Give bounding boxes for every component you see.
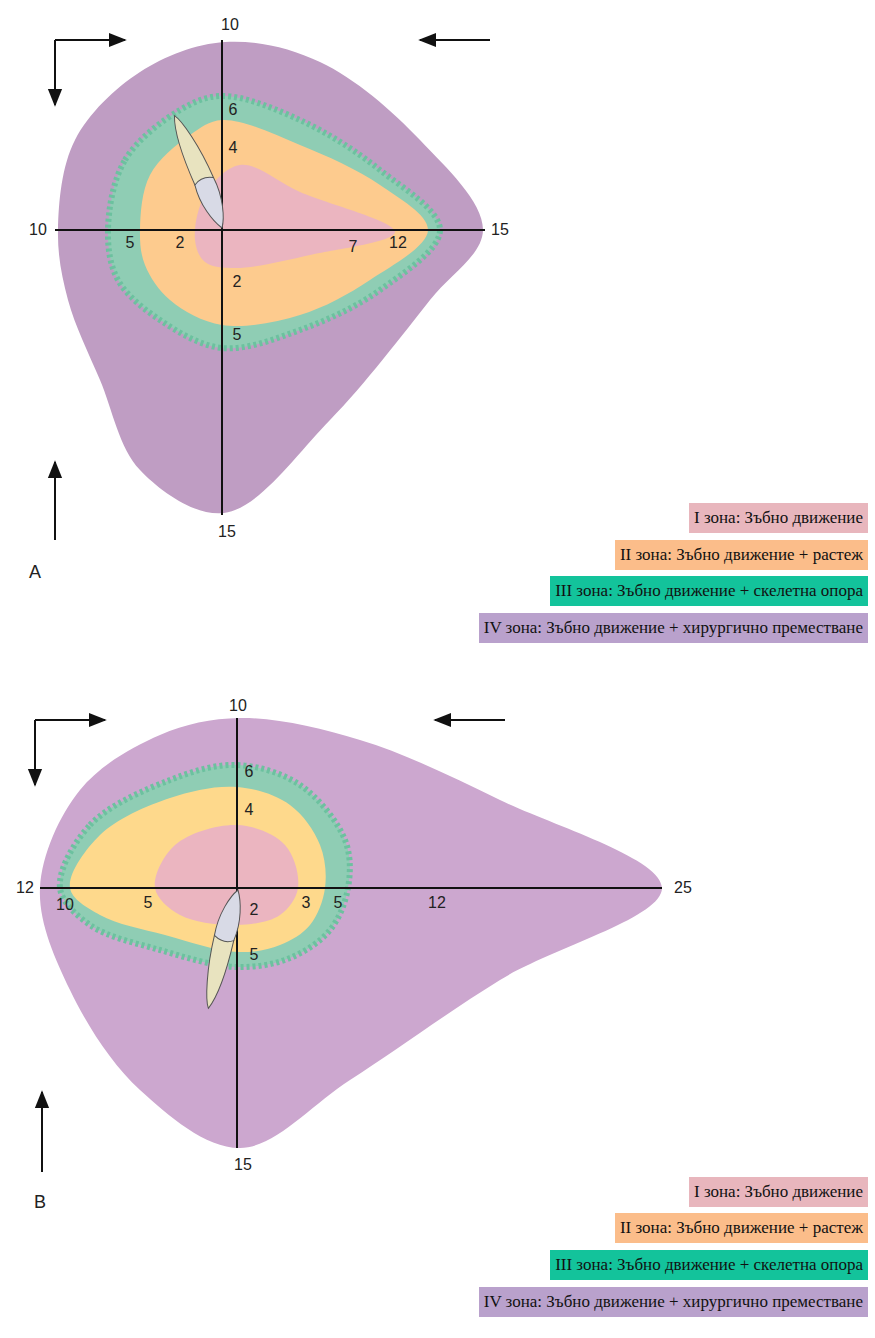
legend-swatch: III зона: Зъбно движение + скелетна опор… [550,576,868,606]
zone-shape [70,787,326,952]
direction-arrow [41,1092,43,1172]
axis-value: 3 [302,895,311,911]
legend-swatch: II зона: Зъбно движение + растеж [615,1213,868,1243]
direction-arrow [34,720,36,785]
axis-value: 7 [349,239,358,255]
axis-line [40,887,662,889]
axis-value: 15 [218,524,236,540]
panel-letter: B [34,1193,46,1211]
direction-arrow [54,462,56,540]
axis-value: 15 [491,222,509,238]
legend-swatch: IV зона: Зъбно движение + хирургично пре… [479,613,868,643]
axis-value: 6 [229,102,238,118]
axis-value: 4 [229,140,238,156]
axis-value: 5 [250,947,259,963]
axis-value: 5 [144,895,153,911]
legend-swatch: III зона: Зъбно движение + скелетна опор… [550,1250,868,1280]
direction-arrow [55,39,125,41]
legend-swatch: IV зона: Зъбно движение + хирургично пре… [479,1287,868,1317]
axis-value: 12 [428,895,446,911]
axis-value: 4 [245,802,254,818]
legend-text: IV зона: Зъбно движение + хирургично пре… [484,1292,863,1312]
legend-text: I зона: Зъбно движение [694,508,863,528]
legend-text: II зона: Зъбно движение + растеж [620,1218,863,1238]
direction-arrow [54,40,56,105]
axis-value: 12 [16,880,34,896]
axis-line [221,40,223,515]
axis-value: 2 [250,902,259,918]
legend-swatch: I зона: Зъбно движение [689,1177,868,1207]
direction-arrow [435,719,505,721]
axis-value: 25 [674,880,692,896]
axis-value: 5 [233,327,242,343]
legend-text: II зона: Зъбно движение + растеж [620,545,863,565]
legend-text: III зона: Зъбно движение + скелетна опор… [555,581,863,601]
axis-value: 10 [56,897,74,913]
axis-value: 5 [334,895,343,911]
legend-swatch: II зона: Зъбно движение + растеж [615,540,868,570]
tooth-drawing [167,111,232,232]
panel-letter: A [29,563,41,581]
legend-swatch: I зона: Зъбно движение [689,503,868,533]
axis-value: 6 [245,764,254,780]
zone-shape [58,42,483,514]
axis-value: 10 [229,698,247,714]
axis-line [55,229,485,231]
direction-arrow [35,719,105,721]
zone-shape [40,718,662,1148]
legend-text: III зона: Зъбно движение + скелетна опор… [555,1255,863,1275]
axis-value: 2 [176,235,185,251]
zone-shape [60,765,350,967]
legend-text: I зона: Зъбно движение [694,1182,863,1202]
axis-value: 12 [389,235,407,251]
zone-shape [108,96,440,348]
axis-value: 5 [126,235,135,251]
axis-value: 2 [233,274,242,290]
legend-text: IV зона: Зъбно движение + хирургично пре… [484,618,863,638]
tooth-drawing [195,887,247,1010]
axis-value: 10 [221,17,239,33]
axis-value: 10 [29,222,47,238]
zone-shape [195,165,395,268]
axis-value: 15 [234,1157,252,1173]
direction-arrow [420,39,490,41]
